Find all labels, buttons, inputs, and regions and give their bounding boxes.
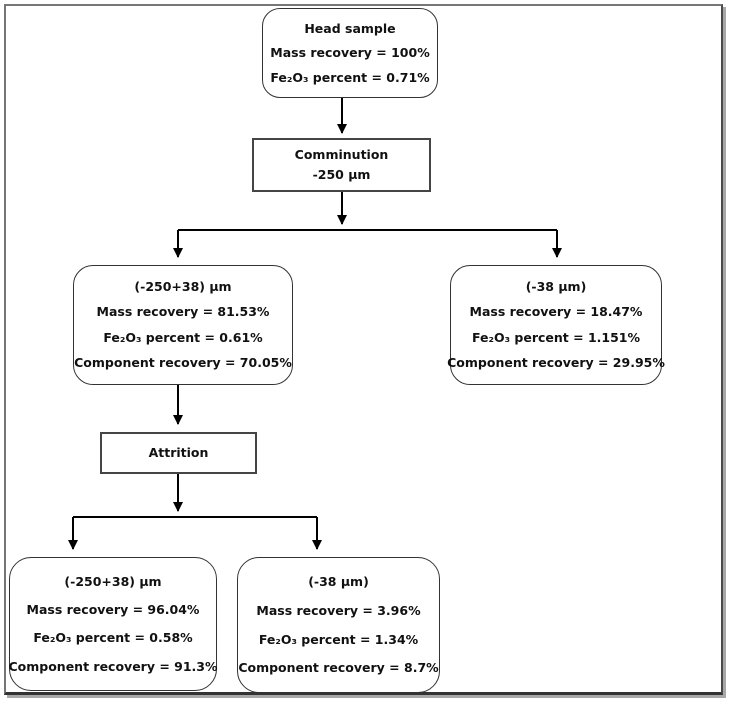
node-line-mass-recovery: Mass recovery = 18.47% <box>469 304 643 320</box>
node-head-sample: Head sample Mass recovery = 100% Fe₂O₃ p… <box>262 8 438 98</box>
node-fines-second-stage: (-38 μm) Mass recovery = 3.96% Fe₂O₃ per… <box>237 557 440 693</box>
node-line-fe2o3-percent: Fe₂O₃ percent = 1.151% <box>471 329 641 345</box>
node-line-fe2o3-percent: Fe₂O₃ percent = 1.34% <box>258 631 419 647</box>
node-coarse-first-stage: (-250+38) μm Mass recovery = 81.53% Fe₂O… <box>73 265 293 385</box>
node-line-mass-recovery: Mass recovery = 81.53% <box>96 304 270 320</box>
node-line-mass-recovery: Mass recovery = 96.04% <box>26 601 200 617</box>
node-line-size: -250 μm <box>312 167 371 183</box>
node-line-component-recovery: Component recovery = 70.05% <box>74 355 292 371</box>
node-title: Comminution <box>294 147 389 163</box>
node-line-fe2o3-percent: Fe₂O₃ percent = 0.71% <box>270 69 430 85</box>
node-line-component-recovery: Component recovery = 91.3% <box>8 658 218 674</box>
node-fines-first-stage: (-38 μm) Mass recovery = 18.47% Fe₂O₃ pe… <box>447 265 665 385</box>
node-line-component-recovery: Component recovery = 29.95% <box>447 355 665 371</box>
node-line-component-recovery: Component recovery = 8.7% <box>238 660 439 676</box>
node-title: (-250+38) μm <box>134 278 232 294</box>
node-line-mass-recovery: Mass recovery = 100% <box>270 45 430 61</box>
node-line-fe2o3-percent: Fe₂O₃ percent = 0.61% <box>103 329 263 345</box>
node-coarse-second-stage: (-250+38) μm Mass recovery = 96.04% Fe₂O… <box>8 557 218 691</box>
node-comminution: Comminution -250 μm <box>252 138 431 192</box>
node-title: (-38 μm) <box>308 574 369 589</box>
page-border-frame <box>4 4 723 695</box>
node-attrition: Attrition <box>100 432 257 474</box>
node-title: Head sample <box>304 20 396 36</box>
node-title: (-250+38) μm <box>64 573 162 589</box>
node-line-fe2o3-percent: Fe₂O₃ percent = 0.58% <box>33 630 193 646</box>
node-title: (-38 μm) <box>525 278 587 294</box>
node-line-mass-recovery: Mass recovery = 3.96% <box>256 602 421 618</box>
node-title: Attrition <box>148 445 209 461</box>
